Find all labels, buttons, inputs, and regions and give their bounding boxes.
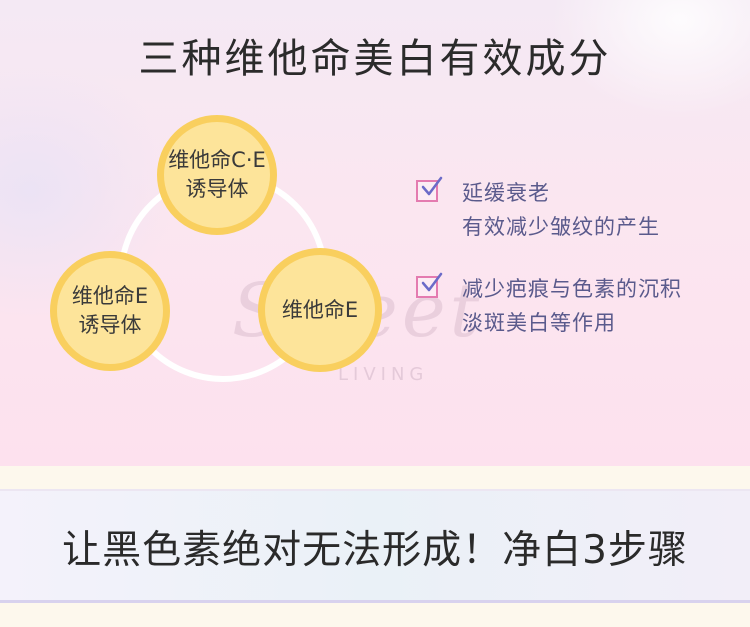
ingredient-circle-vitamin-ce: 维他命C·E 诱导体: [157, 115, 277, 235]
banner-band: 让黑色素绝对无法形成！净白3步骤: [0, 489, 750, 603]
ingredient-type: 诱导体: [185, 177, 249, 201]
ingredient-name: 维他命E: [71, 284, 149, 308]
divider: [0, 489, 750, 491]
checkmark-icon: [421, 272, 443, 292]
benefit-line: 淡斑美白等作用: [462, 311, 616, 335]
ingredient-circle-vitamin-e-derivative: 维他命E 诱导体: [50, 251, 170, 371]
ingredient-name: 维他命E: [281, 297, 359, 322]
ingredient-name: 维他命C·E: [168, 148, 266, 172]
benefit-line: 延缓衰老: [462, 181, 550, 205]
ingredient-type: 诱导体: [78, 313, 142, 337]
benefit-line: 有效减少皱纹的产生: [462, 215, 660, 239]
ingredients-panel: 三种维他命美白有效成分 Sweet LIVING 维他命C·E 诱导体 维他命E…: [0, 0, 750, 466]
checkmark-icon: [421, 176, 443, 196]
ingredient-circle-vitamin-e: 维他命E: [258, 248, 382, 372]
page-title: 三种维他命美白有效成分: [138, 36, 612, 82]
banner-heading: 让黑色素绝对无法形成！净白3步骤: [62, 528, 688, 573]
checkbox-checked-icon: [416, 272, 443, 298]
benefit-line: 减少疤痕与色素的沉积: [462, 277, 682, 301]
brand-watermark-sub: LIVING: [338, 364, 429, 385]
banner-section: 让黑色素绝对无法形成！净白3步骤: [0, 466, 750, 627]
checkbox-checked-icon: [416, 176, 443, 202]
